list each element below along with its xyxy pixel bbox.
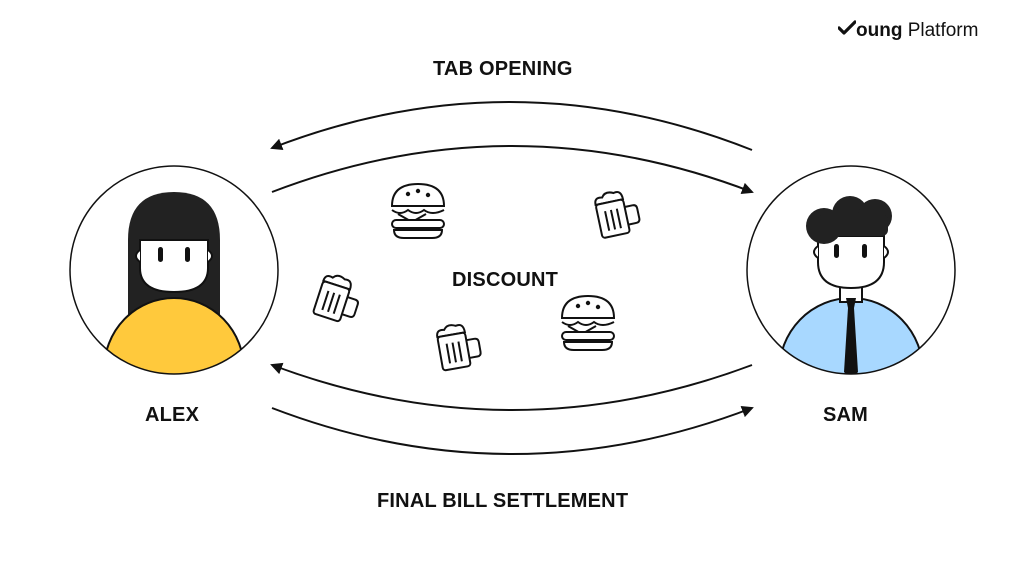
alex-avatar [69, 165, 279, 375]
arrow-top-to-sam [271, 145, 754, 195]
alex-eye-left [158, 247, 163, 262]
sam-avatar [746, 165, 956, 375]
arrow-bottom-to-sam [271, 405, 754, 455]
discount-label: DISCOUNT [452, 269, 559, 291]
alex-shirt [103, 297, 245, 374]
sam-ear-left [813, 245, 819, 259]
tab-opening-label: TAB OPENING [433, 58, 573, 80]
alex-ear-left [135, 249, 141, 263]
brand-name-bold: oung [856, 20, 903, 41]
burger-icon [560, 294, 616, 351]
beer-mug-icon [436, 323, 482, 372]
final-bill-settlement-label: FINAL BILL SETTLEMENT [377, 490, 629, 512]
sam-face [817, 235, 885, 290]
alex-name-label: ALEX [145, 404, 200, 426]
brand-name-light: Platform [907, 20, 979, 41]
arrow-top-to-alex [270, 101, 753, 151]
sam-eye-right [862, 244, 867, 258]
sam-ear-right [883, 245, 889, 259]
brand-logo: oung Platform [837, 20, 979, 42]
beer-mug-icon [594, 191, 641, 239]
alex-face [139, 239, 209, 294]
burger-icon [390, 182, 446, 239]
sam-tie [844, 298, 858, 374]
beer-mug-icon [312, 274, 359, 323]
check-y-icon [837, 20, 857, 35]
alex-eye-right [185, 247, 190, 262]
sam-eye-left [834, 244, 839, 258]
sam-hair [806, 196, 892, 244]
sam-name-label: SAM [823, 404, 869, 426]
alex-ear-right [207, 249, 213, 263]
arrow-bottom-to-alex [270, 362, 753, 411]
